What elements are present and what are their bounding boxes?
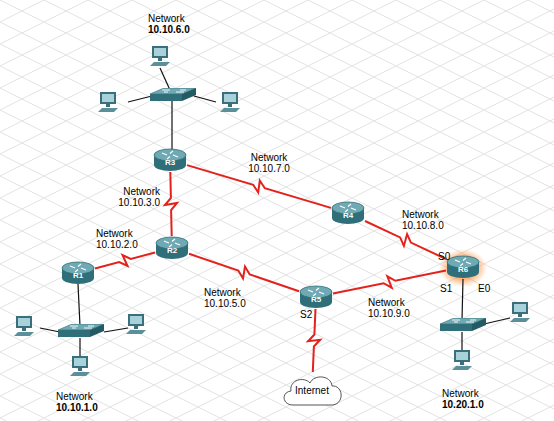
text-label: S2 [300, 309, 312, 320]
router-name: R2 [155, 246, 189, 255]
router-icon: R5 [299, 285, 333, 309]
network-address: 10.20.1.0 [442, 399, 484, 410]
text-label: E0 [478, 283, 490, 294]
text-label: Network [56, 391, 93, 402]
network-address: 10.10.1.0 [56, 402, 98, 413]
router-icon: R1 [61, 261, 95, 285]
network-label: Network 10.10.3.0 [110, 186, 160, 208]
router-icon: R3 [153, 148, 187, 172]
cloud-label: Internet [279, 385, 345, 397]
serial-link [189, 254, 299, 291]
text-label: S1 [440, 283, 452, 294]
network-label: Network 10.10.5.0 [204, 287, 254, 309]
internet-cloud: Internet [279, 372, 345, 408]
text-label: Network [148, 13, 185, 24]
network-label: Network 10.10.9.0 [368, 297, 418, 319]
router-name: R1 [61, 271, 95, 280]
router-icon: R6 [446, 255, 480, 279]
router-name: R5 [299, 295, 333, 304]
serial-link [333, 271, 446, 294]
network-label: Network 10.10.7.0 [244, 152, 294, 174]
network-label: Network 10.10.2.0 [96, 228, 146, 250]
router-name: R4 [331, 211, 365, 220]
serial-link [165, 172, 177, 236]
text-label: S0 [438, 251, 450, 262]
router-icon: R4 [331, 201, 365, 225]
router-name: R3 [153, 158, 187, 167]
serial-link [95, 253, 155, 269]
network-label: Network 10.10.8.0 [402, 209, 452, 231]
router-name: R6 [446, 265, 480, 274]
router-icon: R2 [155, 236, 189, 260]
text-label: Network [442, 388, 479, 399]
network-address: 10.10.6.0 [148, 24, 190, 35]
